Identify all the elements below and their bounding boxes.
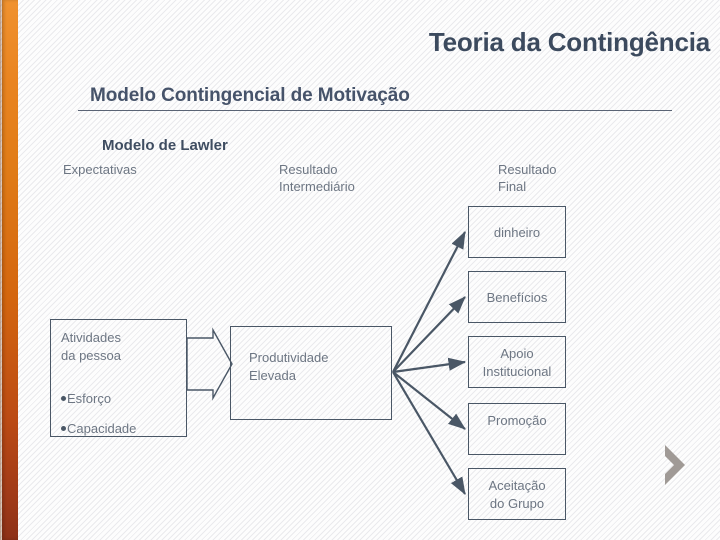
box-produtividade-label: Produtividade Elevada <box>249 350 329 383</box>
column-caption-expectativas: Expectativas <box>63 162 137 177</box>
box-beneficios-label: Benefícios <box>486 290 548 305</box>
arrow-to-dinheiro <box>392 231 466 373</box>
accent-bar <box>2 0 18 540</box>
box-atividades-da-pessoa: Atividades da pessoa Esforço Capacidade <box>50 319 187 437</box>
arrow-to-promocao <box>392 371 466 430</box>
model-label: Modelo de Lawler <box>102 137 228 154</box>
bullet-dot-icon <box>61 426 66 432</box>
column-caption-resultado-intermediario: Resultado Intermediário <box>279 162 355 194</box>
box-dinheiro: dinheiro <box>468 206 566 258</box>
box-atividades-title: Atividades da pessoa <box>61 330 121 363</box>
arrow-to-apoio <box>392 357 467 374</box>
box-aceitacao-do-grupo-label: Aceitação do Grupo <box>488 478 546 511</box>
box-apoio-institucional: Apoio Institucional <box>468 336 566 388</box>
bullet-capacidade: Capacidade <box>61 420 136 438</box>
accent-bar-shadow <box>0 0 3 540</box>
arrow-to-beneficios <box>392 296 466 373</box>
box-aceitacao-do-grupo: Aceitação do Grupo <box>468 468 566 520</box>
bullet-esforco: Esforço <box>61 390 111 408</box>
bullet-capacidade-label: Capacidade <box>67 421 137 436</box>
bullet-esforco-label: Esforço <box>67 391 112 406</box>
column-caption-resultado-final: Resultado Final <box>498 162 557 194</box>
arrow-to-aceitacao <box>392 371 466 495</box>
slide-subtitle: Modelo Contingencial de Motivação <box>90 85 410 106</box>
box-beneficios: Benefícios <box>468 271 566 323</box>
title-divider <box>78 110 672 111</box>
box-promocao-label: Promoção <box>487 413 547 428</box>
block-arrow-right <box>186 327 233 401</box>
box-produtividade-elevada: Produtividade Elevada <box>230 326 392 420</box>
box-promocao: Promoção <box>468 403 566 455</box>
chevron-right-icon <box>665 445 685 485</box>
box-dinheiro-label: dinheiro <box>493 225 541 240</box>
box-apoio-institucional-label: Apoio Institucional <box>482 346 552 379</box>
bullet-dot-icon <box>61 396 66 402</box>
page-title: Teoria da Contingência <box>428 27 710 57</box>
